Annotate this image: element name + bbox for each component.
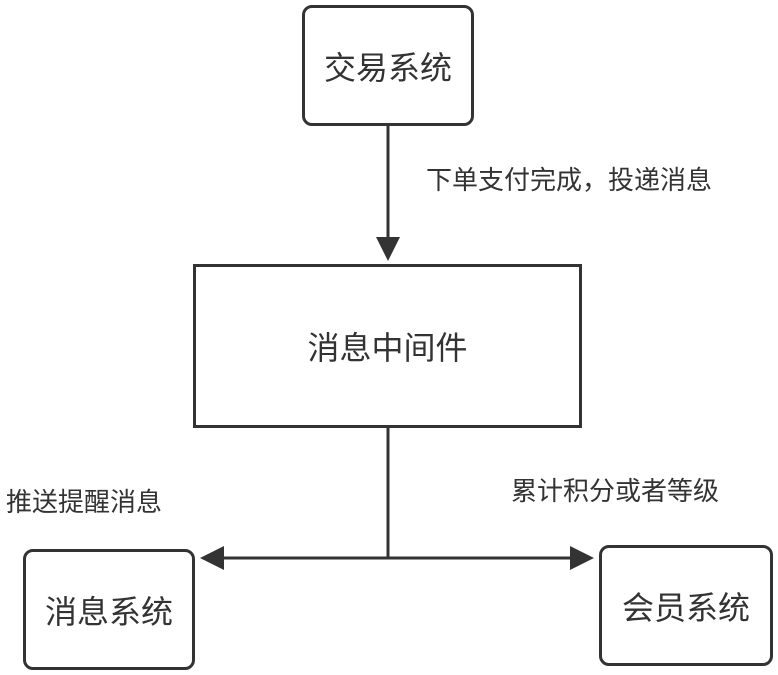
edge-label-accumulate-points: 累计积分或者等级: [511, 477, 720, 507]
edge-label-push-reminder: 推送提醒消息: [6, 488, 163, 518]
message-system-node: 消息系统: [23, 549, 195, 670]
message-system-label: 消息系统: [44, 592, 173, 631]
message-middleware-node: 消息中间件: [193, 264, 582, 428]
message-middleware-label: 消息中间件: [307, 329, 468, 367]
edge-label-order-paid: 下单支付完成，投递消息: [426, 166, 713, 196]
member-system-label: 会员系统: [621, 588, 750, 627]
trade-system-label: 交易系统: [323, 48, 452, 87]
trade-system-node: 交易系统: [302, 5, 474, 126]
member-system-node: 会员系统: [599, 545, 773, 666]
